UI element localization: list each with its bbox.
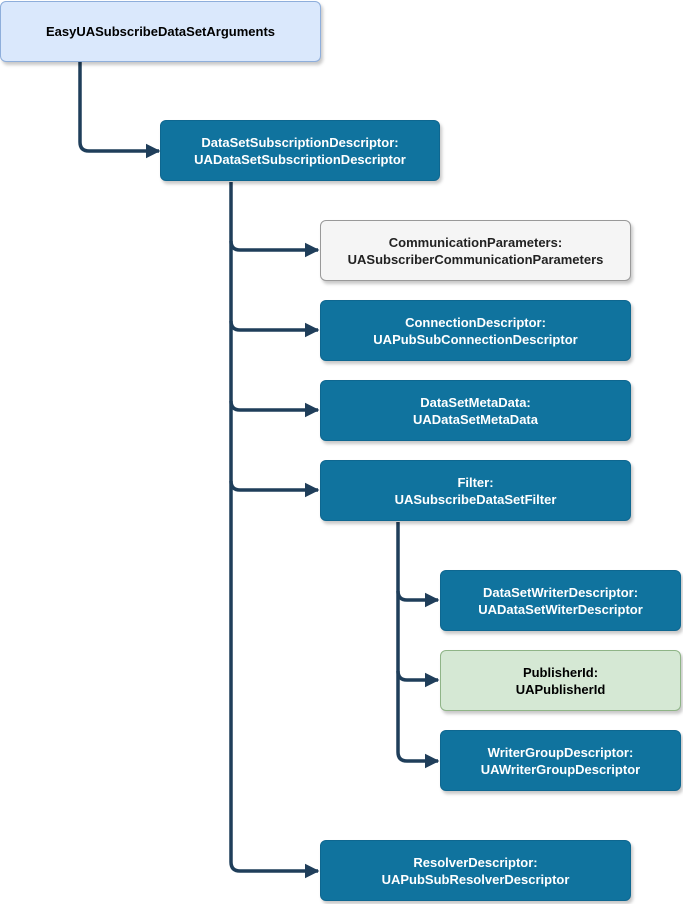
trunk-subscription <box>229 182 241 873</box>
connector-to-connection-descriptor <box>229 320 320 338</box>
node-label-name: ResolverDescriptor: <box>413 854 538 870</box>
node-dataset-subscription-descriptor: DataSetSubscriptionDescriptor: UADataSet… <box>160 120 440 181</box>
node-label-name: DataSetMetaData: <box>420 394 531 410</box>
node-dataset-writer-descriptor: DataSetWriterDescriptor: UADataSetWiterD… <box>440 570 681 631</box>
node-label-name: DataSetSubscriptionDescriptor: <box>201 134 399 150</box>
node-label-type: UASubscriberCommunicationParameters <box>347 251 604 267</box>
node-label-type: UAPubSubConnectionDescriptor <box>373 331 578 347</box>
node-dataset-metadata: DataSetMetaData: UADataSetMetaData <box>320 380 631 441</box>
node-publisher-id: PublisherId: UAPublisherId <box>440 650 681 711</box>
node-connection-descriptor: ConnectionDescriptor: UAPubSubConnection… <box>320 300 631 361</box>
connector-to-filter <box>229 480 320 498</box>
node-label-name: Filter: <box>457 474 494 490</box>
connector-root-to-subscription <box>78 62 161 159</box>
node-label-type: UADataSetMetaData <box>413 411 538 427</box>
node-filter: Filter: UASubscribeDataSetFilter <box>320 460 631 521</box>
node-label-type: UADataSetWiterDescriptor <box>478 601 643 617</box>
node-label-type: UAWriterGroupDescriptor <box>480 761 641 777</box>
node-label-type: UASubscribeDataSetFilter <box>394 491 557 507</box>
node-label-type: UAPubSubResolverDescriptor <box>381 871 570 887</box>
node-label-name: WriterGroupDescriptor: <box>487 744 634 760</box>
node-label-name: DataSetWriterDescriptor: <box>482 584 639 600</box>
node-label-type: UADataSetSubscriptionDescriptor <box>194 151 406 167</box>
node-writer-group-descriptor: WriterGroupDescriptor: UAWriterGroupDesc… <box>440 730 681 791</box>
connector-to-dataset-writer-descriptor <box>396 590 440 608</box>
node-label-name: ConnectionDescriptor: <box>405 314 546 330</box>
connector-to-dataset-metadata <box>229 400 320 418</box>
node-resolver-descriptor: ResolverDescriptor: UAPubSubResolverDesc… <box>320 840 631 901</box>
node-label: EasyUASubscribeDataSetArguments <box>45 24 276 39</box>
node-label-name: CommunicationParameters: <box>388 234 563 250</box>
connector-to-publisher-id <box>396 670 440 688</box>
trunk-filter <box>396 522 408 763</box>
node-communication-parameters: CommunicationParameters: UASubscriberCom… <box>320 220 631 281</box>
node-easy-ua-subscribe-dataset-arguments: EasyUASubscribeDataSetArguments <box>0 1 321 62</box>
node-label-name: PublisherId: <box>522 664 599 680</box>
connector-to-communication-parameters <box>229 240 320 258</box>
node-label-type: UAPublisherId <box>515 681 606 697</box>
